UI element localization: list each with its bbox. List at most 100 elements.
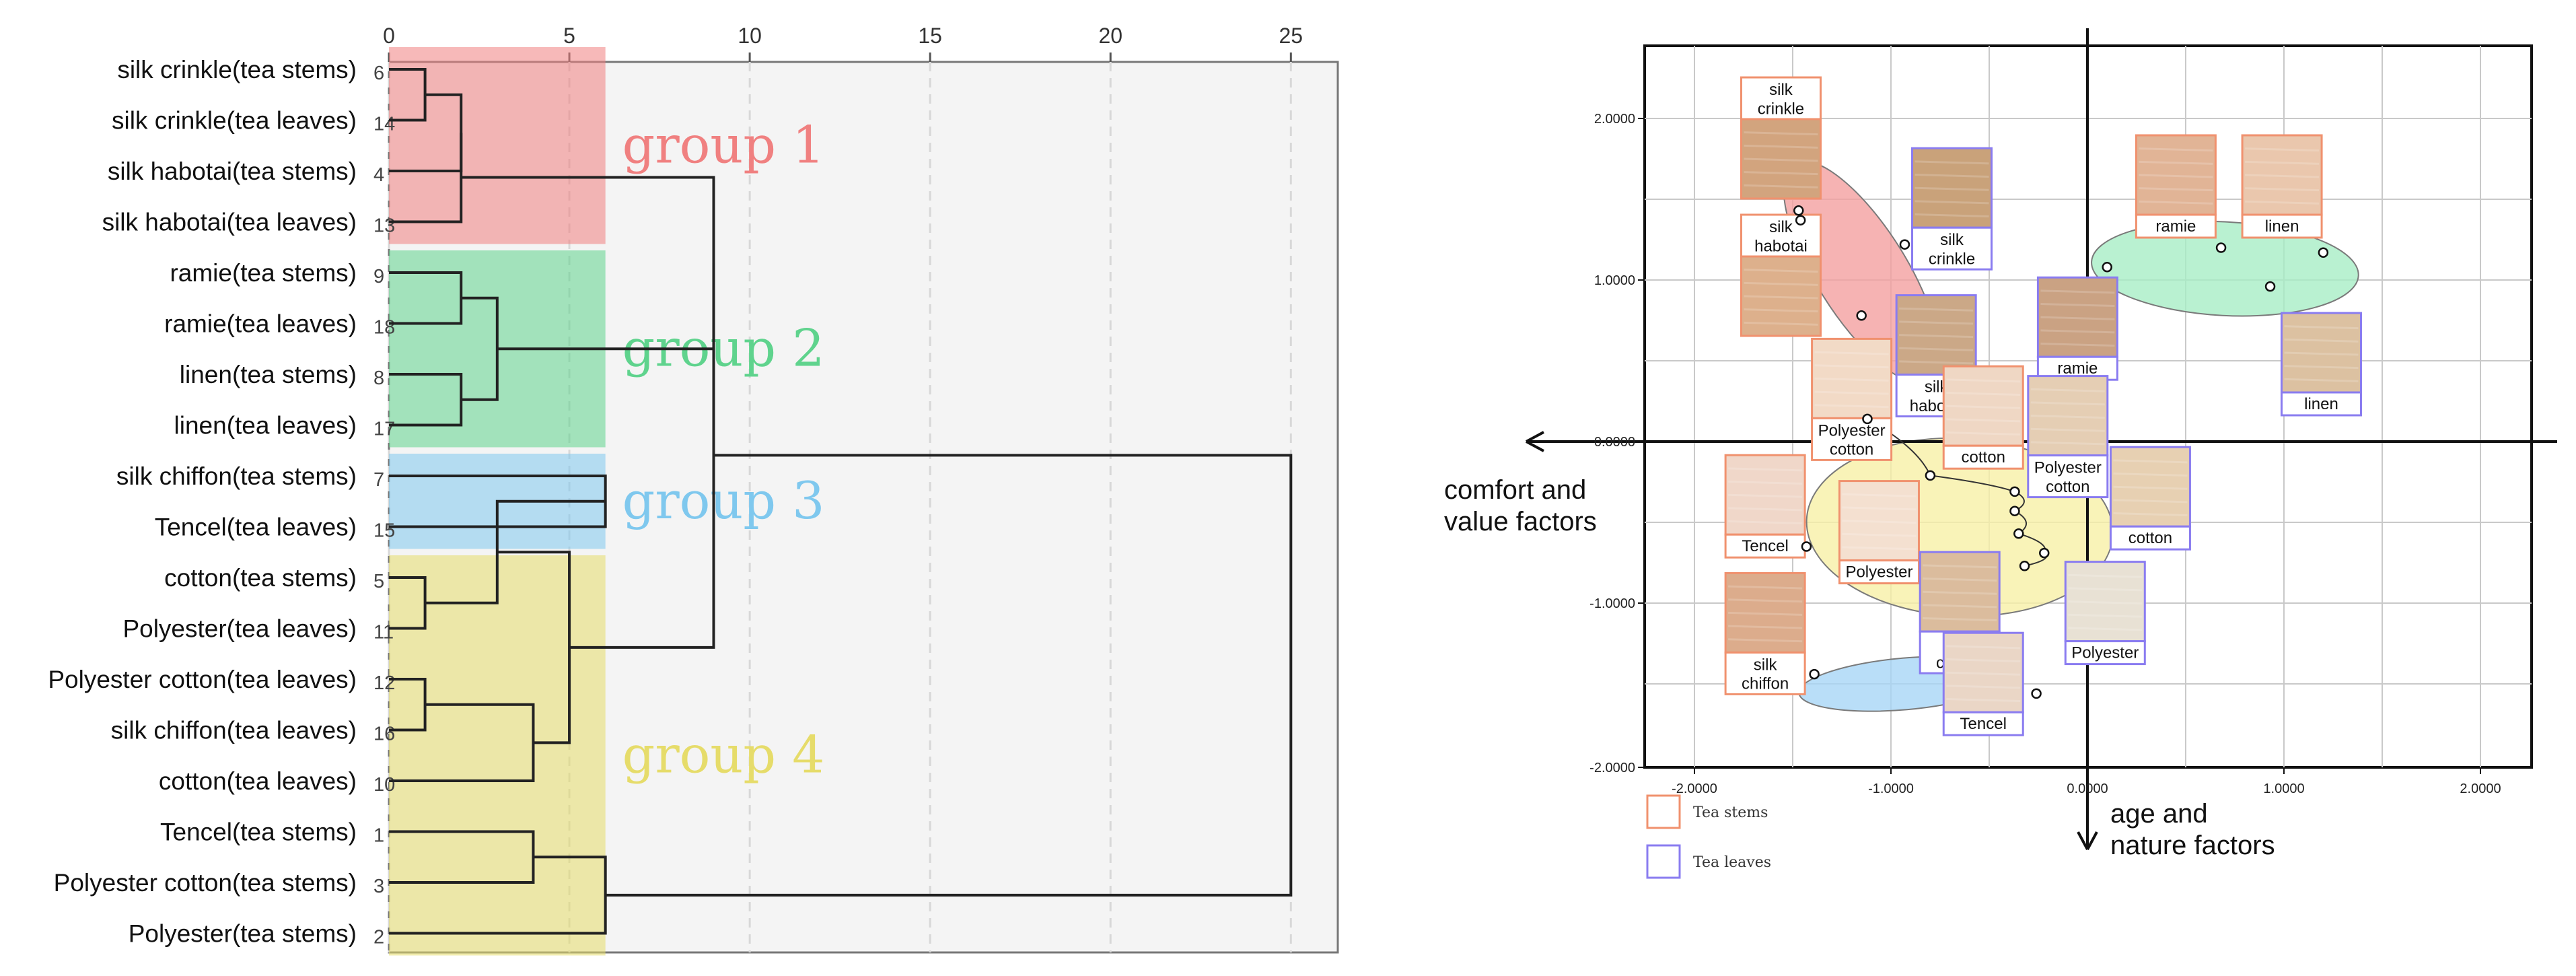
fabric-texture <box>2245 187 2320 192</box>
y-tick-label: 1.0000 <box>1594 273 1635 288</box>
leaf-id: 3 <box>373 876 384 897</box>
fabric-texture <box>1728 585 1803 590</box>
group-label: group 3 <box>622 470 825 530</box>
fabric-image <box>1838 480 1920 562</box>
fabric-texture <box>2030 401 2105 406</box>
fabric-texture <box>1946 378 2021 383</box>
fabric-texture <box>1946 671 2021 676</box>
fabric-texture <box>2139 160 2213 165</box>
x-axis-arrow <box>1526 431 1544 452</box>
fabric-texture <box>1814 364 1889 369</box>
x-tick-label: -2.0000 <box>1672 781 1717 796</box>
swatch-label-box <box>1942 711 2024 736</box>
data-point <box>1856 310 1867 321</box>
fabric-texture <box>1915 186 1989 191</box>
fabric-texture <box>1728 598 1803 603</box>
fabric-texture <box>1814 404 1889 409</box>
fabric-image <box>1740 118 1822 200</box>
x-tick-label: 2.0000 <box>2460 781 2501 796</box>
fabric-texture <box>1728 638 1803 643</box>
leaf-id: 14 <box>373 114 395 135</box>
fabric-texture <box>2068 587 2143 592</box>
data-point <box>1899 239 1910 250</box>
fabric-texture <box>2139 174 2213 178</box>
leaf-label: ramie(tea stems) <box>170 259 357 287</box>
fabric-texture <box>1744 269 1818 273</box>
fabric-texture <box>2030 427 2105 432</box>
fabric-swatch: ramie <box>2036 276 2118 381</box>
y-tick-label: 0.0000 <box>1594 435 1635 450</box>
data-point <box>2019 561 2030 571</box>
leaf-id: 18 <box>373 317 395 339</box>
fabric-texture <box>2113 485 2188 490</box>
leaf-label: Polyester cotton(tea leaves) <box>48 666 357 693</box>
fabric-texture <box>2245 200 2320 205</box>
fabric-texture <box>2284 338 2359 343</box>
fabric-swatch: cotton <box>2109 446 2191 551</box>
leaf-label: linen(tea leaves) <box>174 412 357 440</box>
swatch-label-box <box>2280 391 2362 417</box>
fabric-texture <box>2040 329 2115 334</box>
fabric-texture <box>1899 334 1974 339</box>
dendrogram-link <box>389 678 427 732</box>
leaf-label: Tencel(tea stems) <box>160 818 357 846</box>
dendrogram-link <box>461 296 499 401</box>
fabric-texture <box>1842 493 1917 497</box>
fabric-image <box>1911 147 1993 229</box>
fabric-texture <box>1814 377 1889 382</box>
data-point <box>1793 205 1804 216</box>
fabric-texture <box>1946 405 2021 409</box>
fabric-texture <box>1842 532 1917 537</box>
fabric-texture <box>2030 388 2105 392</box>
leaf-label: linen(tea stems) <box>180 361 357 388</box>
fabric-swatch: ramie <box>2135 134 2217 239</box>
fabric-texture <box>2068 573 2143 578</box>
fabric-texture <box>2113 473 2188 477</box>
swatch-label-box <box>1911 226 1993 271</box>
fabric-texture <box>1946 645 2021 650</box>
leaf-id: 12 <box>373 672 395 694</box>
data-point <box>2009 486 2020 497</box>
fabric-image <box>2135 134 2217 216</box>
fabric-texture <box>1728 520 1803 525</box>
leaf-label: silk crinkle(tea leaves) <box>112 107 357 135</box>
data-point <box>1801 541 1812 552</box>
fabric-texture <box>1923 578 1997 582</box>
fabric-texture <box>1744 144 1818 149</box>
data-point <box>1809 668 1820 680</box>
fabric-texture <box>1728 611 1803 616</box>
leaf-id: 2 <box>373 927 384 948</box>
x-tick-label: 5 <box>563 24 575 48</box>
data-point <box>2009 506 2020 516</box>
fabric-texture <box>1744 184 1818 188</box>
dendrogram-link <box>425 499 606 604</box>
data-point <box>2215 242 2227 253</box>
fabric-texture <box>1728 467 1803 472</box>
data-point <box>2264 281 2276 292</box>
x-tick-label: 0 <box>383 24 395 48</box>
legend-swatch <box>1646 844 1681 879</box>
x-tick-label: 20 <box>1098 24 1122 48</box>
fabric-texture <box>1946 658 2021 663</box>
swatch-label: linen <box>2304 395 2338 413</box>
fabric-image <box>2064 561 2146 643</box>
dendrogram-link <box>605 454 1293 897</box>
leaf-id: 5 <box>373 571 384 592</box>
swatch-label-box <box>1811 417 1893 461</box>
group-band <box>389 47 606 244</box>
leaf-id: 1 <box>373 825 384 847</box>
swatch-label: Polyester <box>2071 644 2139 662</box>
swatch-label-box <box>2027 454 2109 499</box>
leaf-label: cotton(tea stems) <box>164 564 357 592</box>
cluster-ellipse <box>2091 220 2359 317</box>
fabric-texture <box>1814 351 1889 355</box>
fabric-texture <box>2040 303 2115 308</box>
fabric-texture <box>1744 171 1818 176</box>
